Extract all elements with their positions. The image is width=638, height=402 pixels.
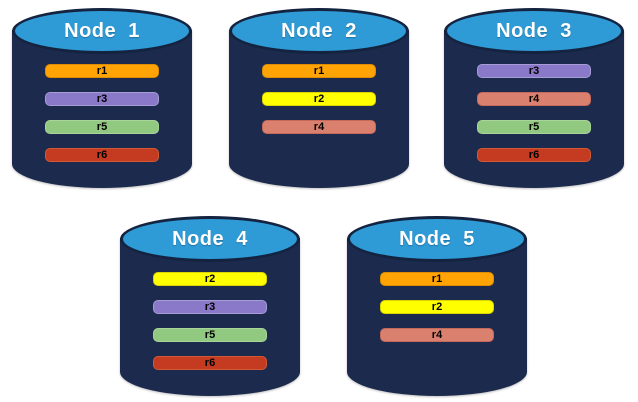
cylinder-top: Node 5 bbox=[347, 216, 527, 262]
replica-bar: r2 bbox=[262, 92, 376, 106]
replica-bar: r5 bbox=[45, 120, 159, 134]
node-2: Node 2 r1 r2 r4 bbox=[229, 8, 409, 188]
node-title: Node 4 bbox=[172, 227, 248, 250]
cylinder-top: Node 1 bbox=[12, 8, 192, 54]
replica-list: r1 r2 r4 bbox=[262, 64, 376, 134]
node-4: Node 4 r2 r3 r5 r6 bbox=[120, 216, 300, 396]
replica-bar: r4 bbox=[262, 120, 376, 134]
replica-bar: r6 bbox=[45, 148, 159, 162]
cylinder-body bbox=[347, 238, 527, 396]
replica-bar: r2 bbox=[153, 272, 267, 286]
replica-list: r1 r2 r4 bbox=[380, 272, 494, 342]
replica-bar: r2 bbox=[380, 300, 494, 314]
cylinder-top: Node 2 bbox=[229, 8, 409, 54]
replica-bar: r4 bbox=[380, 328, 494, 342]
replica-bar: r5 bbox=[153, 328, 267, 342]
replica-bar: r3 bbox=[45, 92, 159, 106]
replica-list: r2 r3 r5 r6 bbox=[153, 272, 267, 370]
node-title: Node 2 bbox=[281, 19, 357, 42]
cylinder-top: Node 4 bbox=[120, 216, 300, 262]
replica-bar: r1 bbox=[262, 64, 376, 78]
replica-bar: r5 bbox=[477, 120, 591, 134]
replica-list: r1 r3 r5 r6 bbox=[45, 64, 159, 162]
node-1: Node 1 r1 r3 r5 r6 bbox=[12, 8, 192, 188]
replica-bar: r1 bbox=[380, 272, 494, 286]
node-title: Node 3 bbox=[496, 19, 572, 42]
replica-bar: r6 bbox=[477, 148, 591, 162]
replica-bar: r3 bbox=[477, 64, 591, 78]
node-title: Node 5 bbox=[399, 227, 475, 250]
replica-list: r3 r4 r5 r6 bbox=[477, 64, 591, 162]
cylinder-body bbox=[229, 30, 409, 188]
replica-bar: r6 bbox=[153, 356, 267, 370]
replica-bar: r1 bbox=[45, 64, 159, 78]
node-title: Node 1 bbox=[64, 19, 140, 42]
node-5: Node 5 r1 r2 r4 bbox=[347, 216, 527, 396]
node-3: Node 3 r3 r4 r5 r6 bbox=[444, 8, 624, 188]
replica-bar: r4 bbox=[477, 92, 591, 106]
replica-bar: r3 bbox=[153, 300, 267, 314]
cylinder-top: Node 3 bbox=[444, 8, 624, 54]
